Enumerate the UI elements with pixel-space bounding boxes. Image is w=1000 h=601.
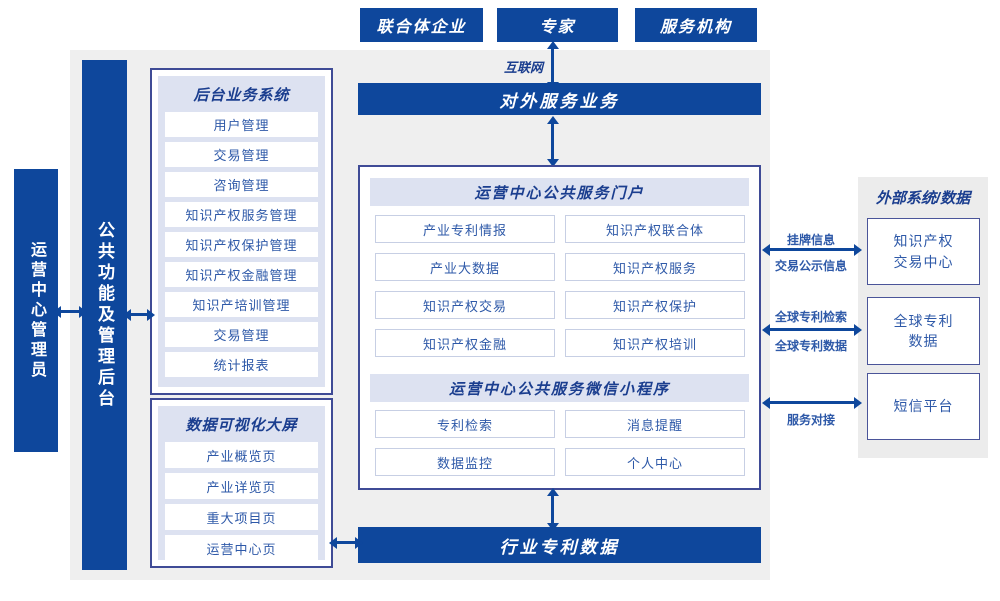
listing-info-label: 挂牌信息 — [786, 233, 835, 247]
global-patent-search-label: 全球专利检索 — [774, 310, 847, 324]
backend-item: 用户管理 — [165, 112, 318, 137]
external-box-sms-platform: 短信平台 — [867, 373, 980, 440]
service-connect-label: 服务对接 — [786, 413, 835, 427]
backend-item: 交易管理 — [165, 142, 318, 167]
external-box-ip-trade-center: 知识产权交易中心 — [867, 218, 980, 285]
public-backend-label: 公共功能及管理后台 — [95, 220, 114, 410]
backend-item: 知识产权服务管理 — [165, 202, 318, 227]
global-patent-data-label: 全球专利数据 — [774, 339, 847, 353]
dashboard-title: 数据可视化大屏 — [185, 417, 298, 434]
miniprogram-items-grid: 专利检索 消息提醒 数据监控 个人中心 — [375, 410, 745, 476]
portal-item: 产业专利情报 — [375, 215, 555, 243]
public-backend-bar: 公共功能及管理后台 — [82, 60, 127, 570]
portal-item: 知识产权保护 — [565, 291, 745, 319]
miniprogram-item: 个人中心 — [565, 448, 745, 476]
dashboard-item: 产业概览页 — [165, 442, 318, 468]
arrow-portal-to-industry-data — [546, 488, 559, 531]
external-box-sms-platform-label: 短信平台 — [893, 398, 954, 415]
arrow-expert-to-external-service — [546, 41, 559, 90]
portal-items-grid: 产业专利情报 知识产权联合体 产业大数据 知识产权服务 知识产权交易 知识产权保… — [375, 215, 745, 357]
actor-service-org-label: 服务机构 — [659, 19, 732, 36]
miniprogram-item: 数据监控 — [375, 448, 555, 476]
ops-admin-bar: 运营中心管理员 — [14, 169, 58, 452]
actor-expert-box: 专家 — [497, 8, 618, 42]
arrow-external-service-to-portal — [546, 116, 559, 167]
arrow-ip-trade-center — [762, 243, 862, 256]
dashboard-item: 运营中心页 — [165, 535, 318, 561]
backend-system-panel: 后台业务系统 用户管理 交易管理 咨询管理 知识产权服务管理 知识产权保护管理 … — [150, 68, 333, 395]
backend-system-inner: 后台业务系统 用户管理 交易管理 咨询管理 知识产权服务管理 知识产权保护管理 … — [158, 76, 325, 387]
dashboard-inner: 数据可视化大屏 产业概览页 产业详览页 重大项目页 运营中心页 — [158, 406, 325, 561]
external-systems-title: 外部系统/数据 — [875, 190, 971, 207]
portal-box: 运营中心公共服务门户 产业专利情报 知识产权联合体 产业大数据 知识产权服务 知… — [358, 165, 761, 490]
dashboard-item: 产业详览页 — [165, 473, 318, 499]
external-box-global-patent-data-label: 全球专利数据 — [893, 312, 954, 349]
actor-consortium-label: 联合体企业 — [376, 19, 467, 36]
industry-patent-data-label: 行业专利数据 — [499, 537, 620, 557]
backend-item: 知识产权保护管理 — [165, 232, 318, 257]
arrow-admin-to-backend-bar — [53, 305, 87, 318]
portal-item: 知识产权金融 — [375, 329, 555, 357]
portal-item: 知识产权交易 — [375, 291, 555, 319]
external-service-label: 对外服务业务 — [499, 91, 620, 111]
actor-consortium-box: 联合体企业 — [360, 8, 483, 42]
external-box-ip-trade-center-label: 知识产权交易中心 — [893, 233, 954, 270]
backend-item: 知识产培训管理 — [165, 292, 318, 317]
arrow-global-patent-data — [762, 323, 862, 336]
arrow-sms-platform — [762, 396, 862, 409]
external-systems-panel: 外部系统/数据 知识产权交易中心 全球专利数据 短信平台 — [858, 177, 988, 458]
portal-item: 知识产权联合体 — [565, 215, 745, 243]
backend-item: 交易管理 — [165, 322, 318, 347]
portal-item: 知识产权服务 — [565, 253, 745, 281]
portal-item: 产业大数据 — [375, 253, 555, 281]
backend-item: 知识产权金融管理 — [165, 262, 318, 287]
backend-system-title: 后台业务系统 — [193, 87, 290, 104]
actor-expert-label: 专家 — [539, 19, 576, 36]
ops-admin-label: 运营中心管理员 — [28, 240, 45, 381]
trade-public-info-label: 交易公示信息 — [774, 259, 847, 273]
portal-title: 运营中心公共服务门户 — [370, 178, 749, 206]
external-service-bar: 对外服务业务 — [358, 83, 761, 115]
miniprogram-item: 专利检索 — [375, 410, 555, 438]
arrow-backend-bar-to-backend-panel — [123, 308, 155, 321]
miniprogram-title: 运营中心公共服务微信小程序 — [370, 374, 749, 402]
dashboard-panel: 数据可视化大屏 产业概览页 产业详览页 重大项目页 运营中心页 — [150, 398, 333, 568]
miniprogram-item: 消息提醒 — [565, 410, 745, 438]
actor-service-org-box: 服务机构 — [635, 8, 757, 42]
dashboard-item: 重大项目页 — [165, 504, 318, 530]
industry-patent-data-bar: 行业专利数据 — [358, 527, 761, 563]
backend-item: 统计报表 — [165, 352, 318, 377]
backend-item: 咨询管理 — [165, 172, 318, 197]
portal-item: 知识产权培训 — [565, 329, 745, 357]
arrow-dashboard-to-industry-data — [329, 536, 363, 549]
internet-label: 互联网 — [503, 60, 543, 75]
external-box-global-patent-data: 全球专利数据 — [867, 297, 980, 365]
